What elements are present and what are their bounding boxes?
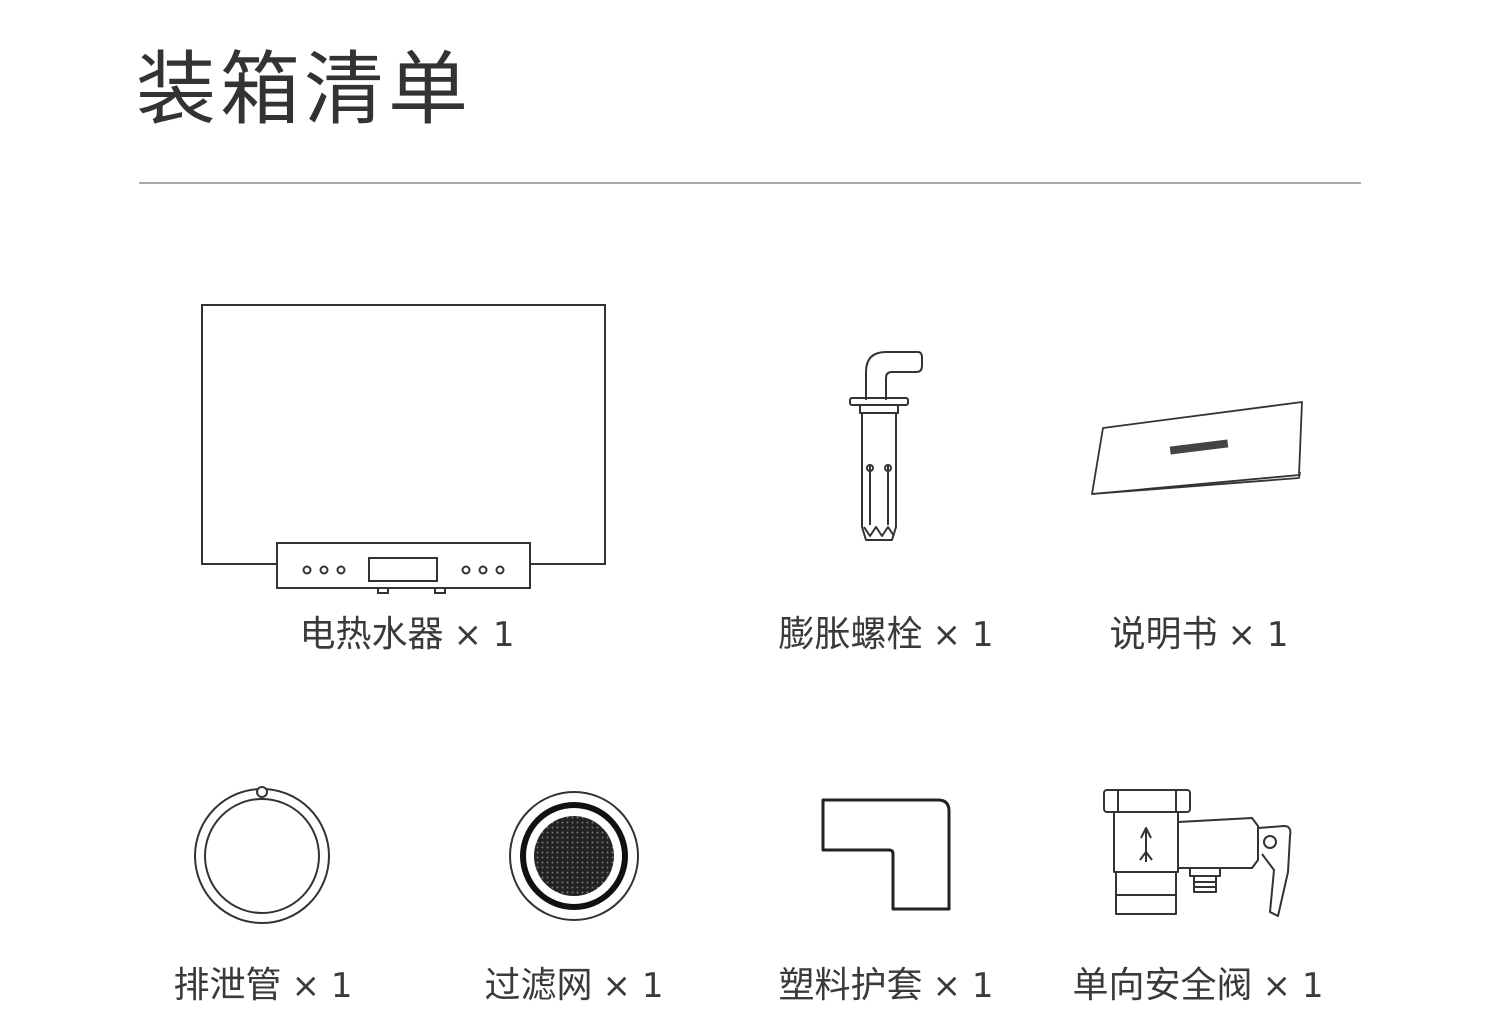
item-label: 说明书× 1 bbox=[1109, 614, 1289, 655]
page-title: 装箱清单 bbox=[136, 43, 472, 136]
item-label: 排泄管× 1 bbox=[173, 965, 353, 1006]
item-label: 膨胀螺栓× 1 bbox=[778, 614, 994, 655]
title-divider bbox=[139, 182, 1361, 184]
item-label: 塑料护套× 1 bbox=[778, 965, 994, 1006]
item-label: 电热水器× 1 bbox=[299, 614, 515, 655]
item-label: 过滤网× 1 bbox=[484, 965, 664, 1006]
item-label: 单向安全阀× 1 bbox=[1072, 965, 1324, 1006]
